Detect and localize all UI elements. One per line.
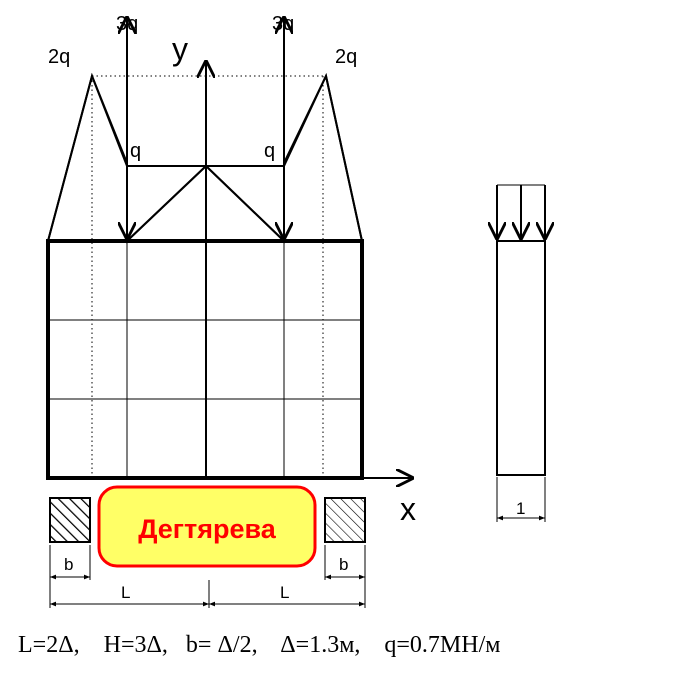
label-q-left: q [130,140,141,162]
side-view [496,184,546,522]
label-3q-left: 3q [116,13,138,35]
dimension-lines [49,545,366,608]
label-2q-left: 2q [48,46,70,68]
label-L-left: L [121,583,130,602]
label-axis-y: y [172,31,188,67]
label-L-right: L [280,583,289,602]
name-badge: Дегтярева [138,514,277,544]
label-b-right: b [339,555,348,574]
label-axis-x: x [400,491,416,527]
support-right [324,497,366,543]
beam-grid [48,241,362,478]
name-badge-box [97,485,317,568]
support-left [49,497,91,543]
label-3q-right: 3q [272,13,294,35]
label-2q-right: 2q [335,46,357,68]
label-b-left: b [64,555,73,574]
parameters-formula: L=2Δ, H=3Δ, b= Δ/2, Δ=1.3м, q=0.7МН/м [18,632,500,658]
side-view-section [496,240,546,476]
label-1-side: 1 [516,499,525,518]
label-q-right: q [264,140,275,162]
beam-outline [46,239,364,480]
